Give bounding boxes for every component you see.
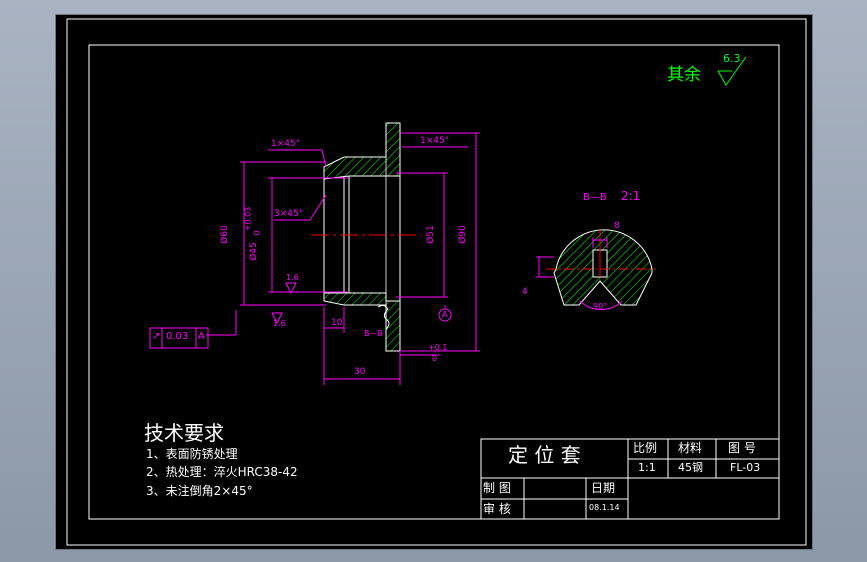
dia-bore: Ø45 [248,242,259,261]
col-material: 材料 [678,441,703,455]
drawing-no-value: FL-03 [730,461,761,474]
tolerance-value: 0.03 [166,331,189,342]
material-value: 45钢 [678,461,703,474]
chamfer-top-left: 1×45° [271,139,301,149]
col-drawing-no: 图 号 [728,441,756,455]
section-view-label: B—B [583,192,607,203]
part-name: 定 位 套 [508,443,581,467]
scale-value: 1:1 [638,461,656,474]
tech-req-item-1: 1、表面防锈处理 [146,447,238,461]
length-tol-lower: 0 [432,354,438,363]
chamfer-inner: 3×45° [274,209,304,219]
bore-tol-lower: 0 [252,230,262,236]
title-block-grid [480,438,780,520]
col-scale: 比例 [633,441,658,455]
surface-finish-value: 6.3 [723,52,741,65]
checked-label: 审 核 [483,502,511,516]
tech-req-item-3: 3、未注倒角2×45° [146,484,253,498]
surface-finish-symbol [717,56,747,86]
section-marker: B—B [364,329,383,338]
length-30: 30 [354,367,366,377]
tech-req-item-2: 2、热处理：淬火HRC38-42 [146,465,298,479]
outer-frame [66,18,807,546]
dia-outer: Ø60 [219,225,230,244]
roughness-bore-value: 1.6 [286,273,299,282]
upper-wall-section [323,122,401,180]
section-height-dim: 4 [522,287,528,297]
inner-frame [88,44,780,520]
surface-finish-label: 其余 [667,65,701,85]
drawing-canvas [66,18,807,546]
length-tol-upper: +0.1 [428,343,448,352]
section-view-scale: 2:1 [621,189,641,203]
section-view [536,229,656,311]
dia-flange: Ø90 [457,225,468,244]
roughness-symbol-datum [271,312,283,325]
drawn-label: 制 图 [483,481,511,495]
chamfer-top-right: 1×45° [420,136,450,146]
date-value: 08.1.14 [589,503,620,512]
length-10: 10 [331,318,343,328]
groove-detail [377,304,390,330]
cad-viewport: 其余 6.3 1×45° 1×45° 3×45° Ø60 Ø45 +0.03 0… [55,14,813,550]
main-view [149,122,480,385]
datum-a-label: A [442,310,448,319]
tech-req-title: 技术要求 [144,421,224,445]
roughness-symbol-bore [285,282,297,295]
bore-tol-upper: +0.03 [243,206,253,232]
datum-left-value: 1.6 [273,319,286,328]
section-width-dim: 8 [614,221,620,231]
tolerance-symbol: ↗ [152,331,161,342]
tolerance-frame-box [149,327,209,349]
tolerance-datum: A [198,331,205,342]
dia-inner-right: Ø51 [425,225,436,244]
date-label: 日期 [591,481,616,495]
section-angle-dim: 90° [593,302,608,311]
